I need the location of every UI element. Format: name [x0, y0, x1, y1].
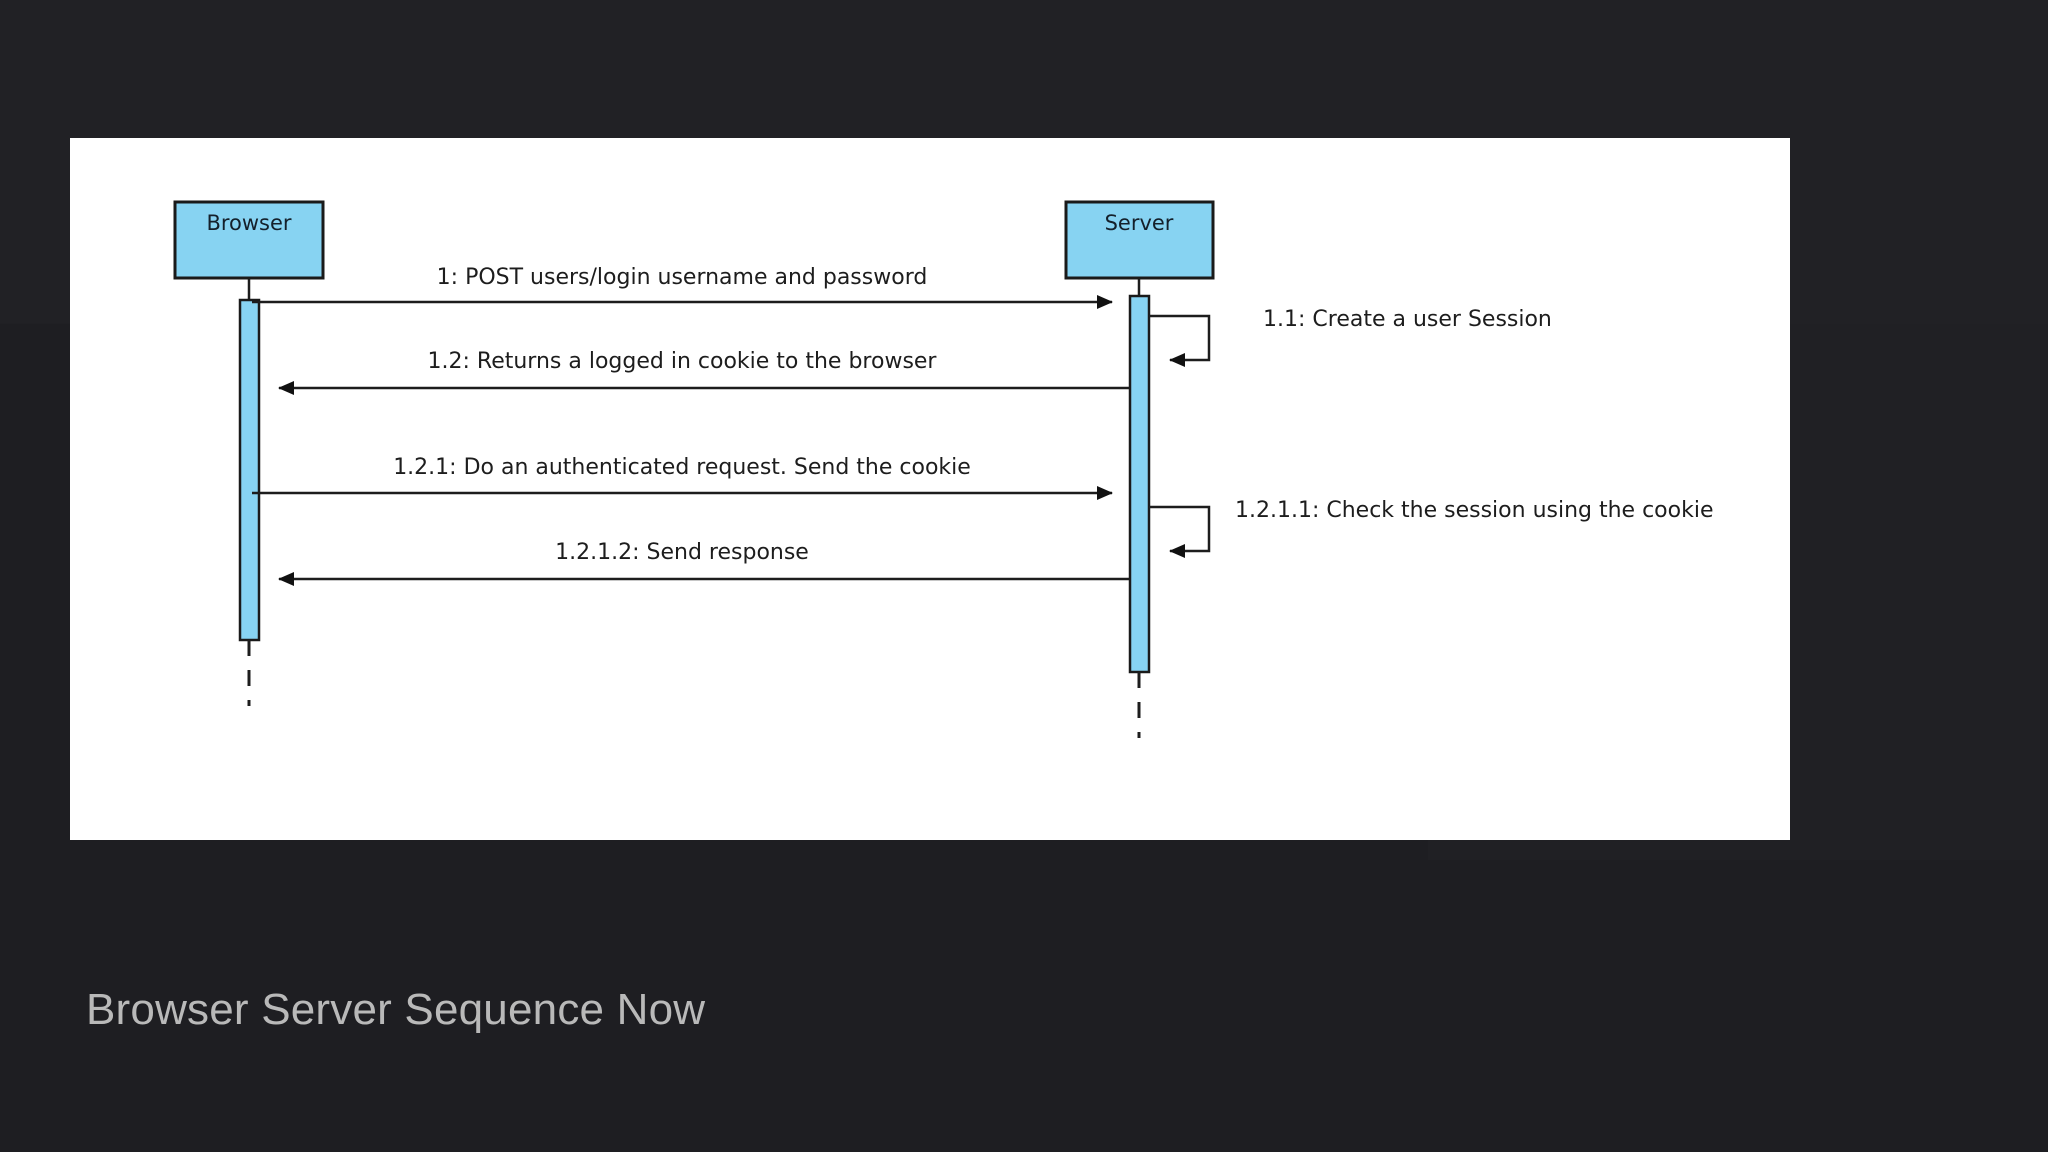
- participant-server-label: Server: [1105, 211, 1174, 235]
- message-1-1-label: 1.1: Create a user Session: [1263, 307, 1552, 332]
- participant-server-box[interactable]: [1064, 200, 1215, 280]
- sequence-diagram-svg: Browser Server 1: POST users/login usern…: [173, 200, 1714, 738]
- message-1-2-label: 1.2: Returns a logged in cookie to the b…: [428, 349, 938, 374]
- message-1-1-self-loop: [1149, 314, 1211, 367]
- message-1-2-1-1[interactable]: 1.2.1.1: Check the session using the coo…: [1149, 498, 1714, 558]
- slide-title: Browser Server Sequence Now: [86, 985, 706, 1034]
- browser-activation-bar: [238, 298, 261, 642]
- message-1-2-1-1-self-loop: [1149, 505, 1211, 558]
- message-1-2-1[interactable]: 1.2.1: Do an authenticated request. Send…: [252, 455, 1113, 500]
- message-1-2-1-label: 1.2.1: Do an authenticated request. Send…: [393, 455, 971, 480]
- sequence-diagram-panel: Browser Server 1: POST users/login usern…: [70, 138, 1790, 840]
- message-1-1[interactable]: 1.1: Create a user Session: [1149, 307, 1552, 367]
- participant-browser[interactable]: Browser: [173, 200, 325, 280]
- participant-browser-label: Browser: [206, 211, 291, 235]
- participant-server[interactable]: Server: [1064, 200, 1215, 280]
- server-activation-bar: [1128, 294, 1151, 674]
- message-1-label: 1: POST users/login username and passwor…: [437, 265, 928, 290]
- message-1-2-1-2-label: 1.2.1.2: Send response: [555, 540, 809, 565]
- message-1-2-1-1-label: 1.2.1.1: Check the session using the coo…: [1235, 498, 1714, 523]
- message-1[interactable]: 1: POST users/login username and passwor…: [252, 265, 1113, 309]
- message-1-2[interactable]: 1.2: Returns a logged in cookie to the b…: [278, 349, 1130, 395]
- message-1-2-1-2[interactable]: 1.2.1.2: Send response: [278, 540, 1130, 586]
